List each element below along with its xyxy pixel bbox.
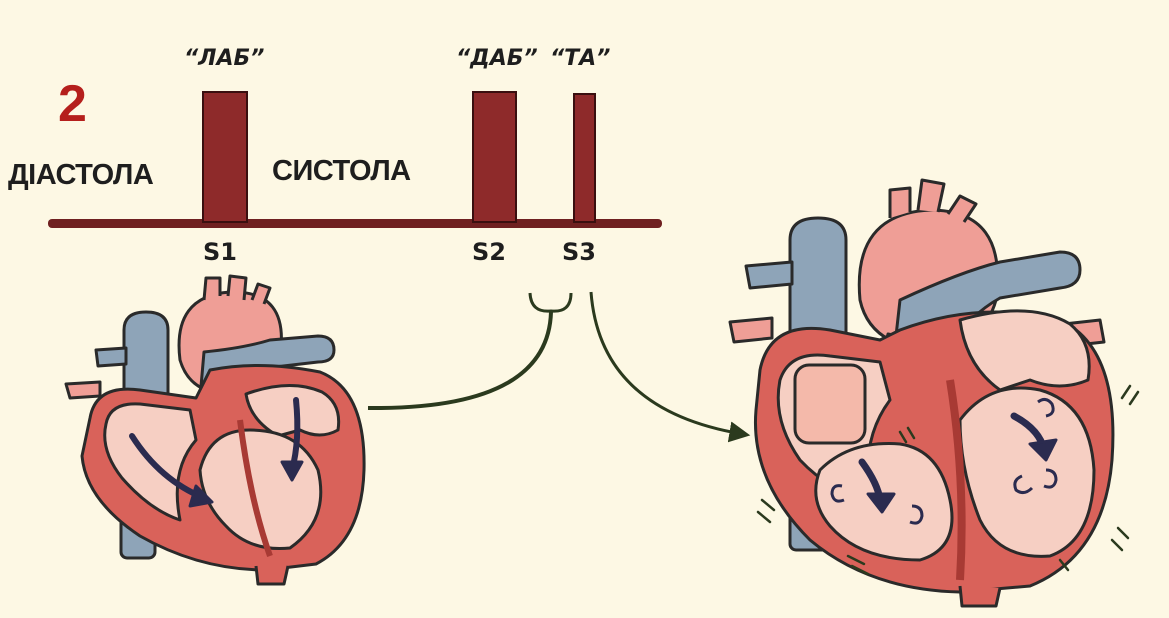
systole-label: СИСТОЛА bbox=[272, 157, 411, 186]
sound-bar-s2 bbox=[473, 92, 516, 222]
s3-label: S3 bbox=[562, 240, 596, 264]
timeline-baseline bbox=[48, 219, 662, 228]
s2-s3-bracket bbox=[530, 293, 571, 311]
step-number: 2 bbox=[58, 78, 87, 130]
normal-heart-icon bbox=[66, 276, 364, 584]
flow-arrow-to-enlarged-heart-icon bbox=[591, 292, 742, 434]
diastole-label: ДІАСТОЛА bbox=[8, 161, 153, 190]
s1-label: S1 bbox=[203, 240, 237, 264]
sound-label-dub: “ДАБ” bbox=[456, 48, 538, 70]
sound-label-ta: “ТА” bbox=[550, 48, 610, 70]
sound-bar-s1 bbox=[203, 92, 247, 222]
sound-label-lub: “ЛАБ” bbox=[184, 48, 264, 70]
s2-label: S2 bbox=[472, 240, 506, 264]
enlarged-turbulent-heart-icon bbox=[730, 180, 1113, 606]
flow-arrow-to-normal-heart bbox=[368, 312, 551, 408]
sound-bar-s3 bbox=[574, 94, 595, 222]
